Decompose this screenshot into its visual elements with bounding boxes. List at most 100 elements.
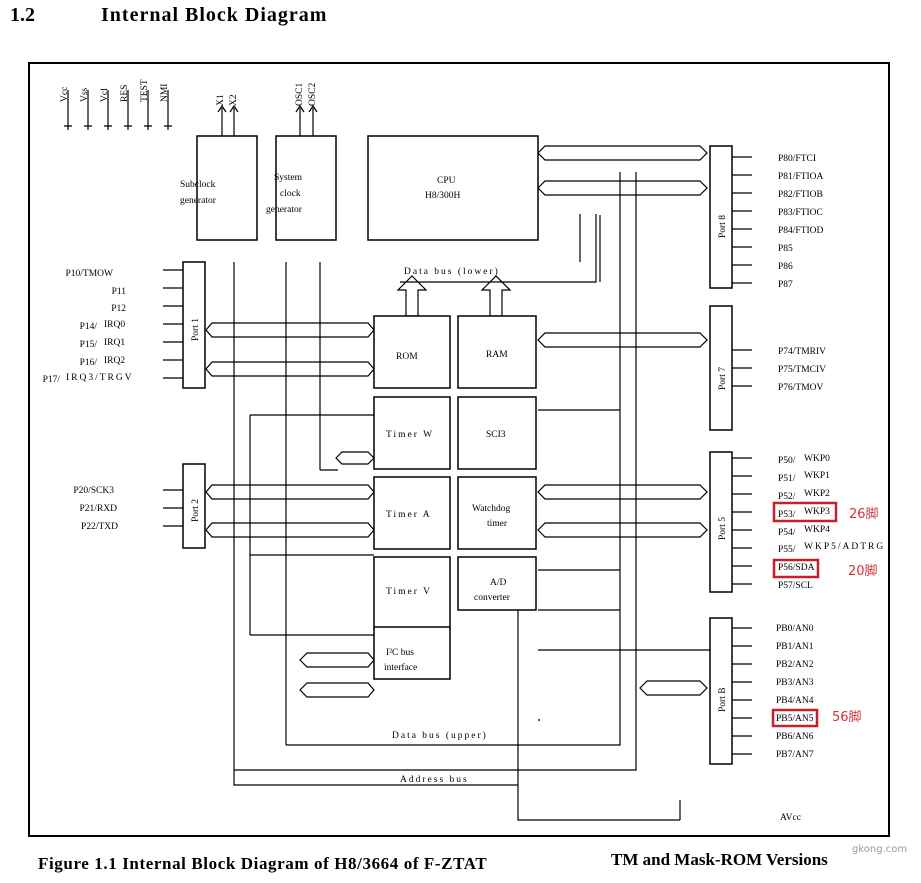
osc1-label: OSC1 [295, 83, 305, 106]
i2c-label-2: interface [384, 662, 417, 673]
sysclock-label-1: System [274, 173, 303, 183]
subclock-label-1: Subclock [180, 180, 216, 190]
port5-bus-lower [537, 522, 708, 538]
data-bus-lower-label: Data bus (lower) [404, 266, 500, 277]
svg-text:P55/: P55/ [778, 545, 796, 555]
diagram-frame [28, 62, 890, 837]
svg-text:PB0/AN0: PB0/AN0 [776, 624, 814, 634]
port1-bus-upper [205, 322, 375, 338]
svg-text:P14/: P14/ [80, 322, 98, 332]
port8-pin-labels: P80/FTCI P81/FTIOA P82/FTIOB P83/FTIOC P… [778, 154, 824, 290]
svg-text:P75/TMCIV: P75/TMCIV [778, 365, 826, 375]
svg-text:P86: P86 [778, 262, 793, 272]
svg-text:P81/FTIOA: P81/FTIOA [778, 172, 824, 182]
svg-text:P52/: P52/ [778, 492, 796, 502]
svg-text:PB5/AN5: PB5/AN5 [776, 714, 814, 724]
sci3-label: SCI3 [486, 430, 506, 440]
sci3-block [457, 396, 537, 470]
port8-block [709, 145, 733, 289]
timer-a-label: Timer A [386, 510, 432, 520]
i2c-interface-block [373, 626, 451, 680]
port1-bus-lower [205, 361, 375, 377]
annotation-26: 26脚 [849, 506, 879, 522]
svg-text:P15/: P15/ [80, 340, 98, 350]
watchdog-timer-block [457, 476, 537, 550]
timer-v-block [373, 556, 451, 630]
port8-label: Port 8 [718, 215, 728, 238]
ram-block [457, 315, 537, 389]
port7-bus [537, 332, 708, 348]
svg-text:P84/FTIOD: P84/FTIOD [778, 226, 824, 236]
rom-block [373, 315, 451, 389]
vcc-label: Vcc [60, 87, 70, 102]
section-number: 1.2 [10, 4, 35, 26]
timer-w-label: Timer W [386, 430, 434, 440]
timer-w-block [373, 396, 451, 470]
svg-text:P11: P11 [112, 287, 127, 297]
svg-text:PB4/AN4: PB4/AN4 [776, 696, 814, 706]
internal-wires [233, 172, 720, 821]
data-bus-upper-label: Data bus (upper) [392, 730, 488, 741]
nmi-label: NMI [160, 84, 170, 102]
x1-label: X1 [216, 94, 226, 106]
svg-text:PB7/AN7: PB7/AN7 [776, 750, 814, 760]
svg-text:WKP4: WKP4 [804, 525, 830, 535]
svg-text:WKP5/ADTRG: WKP5/ADTRG [804, 542, 885, 552]
watermark: gkong.com [852, 844, 907, 855]
port5-pin-labels: P50/ WKP0 P51/ WKP1 P52/ WKP2 P53/ WKP3 … [778, 454, 885, 591]
port2-bus-upper [205, 484, 375, 500]
port2-pin-labels: P20/SCK3 P21/RXD P22/TXD [73, 486, 118, 532]
svg-text:P83/FTIOC: P83/FTIOC [778, 208, 823, 218]
cpu-label-1: CPU [437, 176, 456, 186]
svg-text:P76/TMOV: P76/TMOV [778, 383, 824, 393]
portb-block [709, 617, 733, 765]
timer-a-block [373, 476, 451, 550]
port7-pin-labels: P74/TMRIV P75/TMCIV P76/TMOV [778, 347, 826, 393]
port1-pin-labels: P10/TMOW P11 P12 P14/ IRQ0 P15/ IRQ1 P16… [43, 269, 134, 385]
adc-label-1: A/D [490, 578, 507, 588]
svg-text:P16/: P16/ [80, 358, 98, 368]
watchdog-label-1: Watchdog [472, 504, 511, 514]
cpu-label-2: H8/300H [425, 191, 461, 201]
svg-text:P80/FTCI: P80/FTCI [778, 154, 816, 164]
cpu-port8-bus-lower [537, 180, 708, 196]
svg-text:P56/SDA: P56/SDA [778, 563, 815, 573]
figure-caption: Figure 1.1 Internal Block Diagram of H8/… [38, 854, 488, 873]
clock-pins: X1 X2 OSC1 OSC2 [216, 83, 318, 136]
avcc-label: AVcc [780, 813, 801, 823]
power-pins: Vcc Vss Vcl RES TEST NMI [60, 79, 172, 130]
port2-block [182, 463, 206, 549]
svg-text:IRQ3/TRGV: IRQ3/TRGV [66, 373, 134, 383]
port5-block [709, 451, 733, 593]
svg-text:P17/: P17/ [43, 375, 61, 385]
port5-label: Port 5 [718, 517, 728, 540]
annotation-20: 20脚 [848, 563, 878, 579]
port-pin-stubs [163, 156, 752, 755]
port5-bus-upper [537, 484, 708, 500]
test-label: TEST [140, 79, 150, 102]
rom-bus-link [396, 275, 428, 317]
sysclock-label-2: clock [280, 189, 301, 199]
port1-block [182, 261, 206, 389]
svg-text:P82/FTIOB: P82/FTIOB [778, 190, 823, 200]
i2c-bus [299, 652, 375, 668]
ram-label: RAM [486, 350, 508, 360]
svg-text:PB3/AN3: PB3/AN3 [776, 678, 814, 688]
timer-v-label: Timer V [386, 587, 432, 597]
cpu-port8-bus-upper [537, 145, 708, 161]
svg-text:P22/TXD: P22/TXD [81, 522, 118, 532]
sysclock-label-3: generator [266, 205, 303, 215]
svg-text:IRQ2: IRQ2 [104, 356, 125, 366]
svg-text:P12: P12 [111, 304, 126, 314]
svg-text:P57/SCL: P57/SCL [778, 581, 813, 591]
svg-text:P21/RXD: P21/RXD [80, 504, 118, 514]
watchdog-label-2: timer [487, 519, 508, 529]
p56-highlight [772, 558, 820, 579]
vcl-label: Vcl [100, 88, 110, 102]
annotation-56: 56脚 [832, 709, 862, 725]
svg-text:P85: P85 [778, 244, 793, 254]
port7-label: Port 7 [718, 367, 728, 390]
port2-label: Port 2 [191, 499, 201, 522]
section-title: Internal Block Diagram [101, 4, 328, 26]
res-label: RES [120, 85, 130, 102]
